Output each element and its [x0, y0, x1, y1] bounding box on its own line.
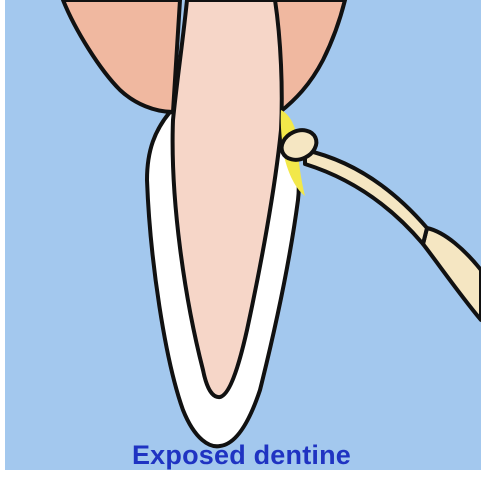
- exposed-dentine-illustration: [5, 0, 481, 470]
- diagram-caption: Exposed dentine: [0, 440, 483, 470]
